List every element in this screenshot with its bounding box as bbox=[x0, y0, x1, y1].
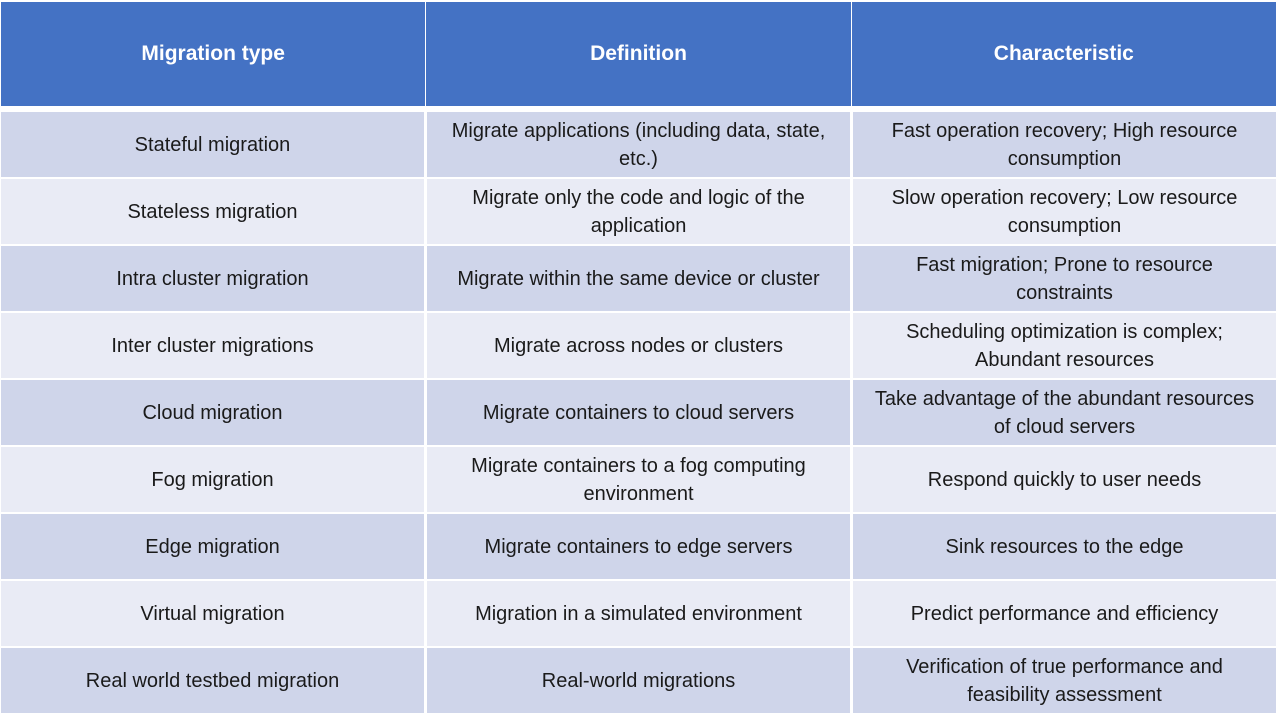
cell-text: Respond quickly to user needs bbox=[927, 468, 1202, 491]
table-cell: Migrate across nodes or clusters bbox=[427, 313, 850, 378]
column-header-characteristic: Characteristic bbox=[851, 2, 1276, 106]
table-cell: Cloud migration bbox=[1, 380, 424, 445]
table-cell: Fast migration; Prone to resource constr… bbox=[853, 246, 1276, 311]
cell-text: Migrate containers to cloud servers bbox=[482, 401, 795, 424]
cell-text: Edge migration bbox=[145, 535, 280, 558]
cell-text: Migrate containers to a fog computing en… bbox=[471, 454, 806, 505]
table-body: Stateful migration Migrate applications (… bbox=[1, 112, 1276, 713]
table-cell: Intra cluster migration bbox=[1, 246, 424, 311]
table-cell: Migrate only the code and logic of the a… bbox=[427, 179, 850, 244]
table-header-row: Migration type Definition Characteristic bbox=[1, 2, 1276, 106]
table-cell: Verification of true performance and fea… bbox=[853, 648, 1276, 713]
table-cell: Migrate within the same device or cluste… bbox=[427, 246, 850, 311]
cell-text: Stateful migration bbox=[134, 133, 291, 156]
column-header-migration-type: Migration type bbox=[1, 2, 426, 106]
table-cell: Inter cluster migrations bbox=[1, 313, 424, 378]
cell-text: Fast operation recovery; High resource c… bbox=[891, 119, 1238, 170]
column-header-label: Characteristic bbox=[993, 42, 1134, 65]
cell-text: Cloud migration bbox=[142, 401, 283, 424]
cell-text: Real-world migrations bbox=[541, 669, 736, 692]
cell-text: Slow operation recovery; Low resource co… bbox=[891, 186, 1238, 237]
cell-text: Fast migration; Prone to resource constr… bbox=[916, 253, 1213, 304]
cell-text: Sink resources to the edge bbox=[945, 535, 1184, 558]
table-cell: Migrate applications (including data, st… bbox=[427, 112, 850, 177]
column-header-label: Migration type bbox=[141, 42, 285, 65]
cell-text: Migration in a simulated environment bbox=[475, 602, 802, 625]
table-cell: Fog migration bbox=[1, 447, 424, 512]
cell-text: Inter cluster migrations bbox=[111, 334, 314, 357]
table-cell: Real-world migrations bbox=[427, 648, 850, 713]
table-cell: Migrate containers to cloud servers bbox=[427, 380, 850, 445]
table-cell: Fast operation recovery; High resource c… bbox=[853, 112, 1276, 177]
table-cell: Stateless migration bbox=[1, 179, 424, 244]
table-cell: Take advantage of the abundant resources… bbox=[853, 380, 1276, 445]
cell-text: Fog migration bbox=[151, 468, 274, 491]
cell-text: Verification of true performance and fea… bbox=[906, 655, 1223, 706]
table-cell: Migrate containers to a fog computing en… bbox=[427, 447, 850, 512]
table-cell: Migrate containers to edge servers bbox=[427, 514, 850, 579]
table-cell: Virtual migration bbox=[1, 581, 424, 646]
cell-text: Virtual migration bbox=[140, 602, 285, 625]
table-cell: Slow operation recovery; Low resource co… bbox=[853, 179, 1276, 244]
table-cell: Respond quickly to user needs bbox=[853, 447, 1276, 512]
cell-text: Predict performance and efficiency bbox=[910, 602, 1219, 625]
column-header-label: Definition bbox=[590, 42, 687, 65]
cell-text: Migrate within the same device or cluste… bbox=[457, 267, 820, 290]
table-cell: Edge migration bbox=[1, 514, 424, 579]
cell-text: Take advantage of the abundant resources… bbox=[874, 387, 1255, 438]
cell-text: Real world testbed migration bbox=[85, 669, 340, 692]
cell-text: Migrate across nodes or clusters bbox=[493, 334, 783, 357]
cell-text: Stateless migration bbox=[127, 200, 298, 223]
column-header-definition: Definition bbox=[426, 2, 851, 106]
table-cell: Predict performance and efficiency bbox=[853, 581, 1276, 646]
table-cell: Migration in a simulated environment bbox=[427, 581, 850, 646]
cell-text: Scheduling optimization is complex; Abun… bbox=[906, 320, 1223, 371]
table-cell: Real world testbed migration bbox=[1, 648, 424, 713]
cell-text: Migrate containers to edge servers bbox=[484, 535, 793, 558]
table-cell: Sink resources to the edge bbox=[853, 514, 1276, 579]
cell-text: Migrate applications (including data, st… bbox=[451, 119, 826, 170]
cell-text: Intra cluster migration bbox=[116, 267, 309, 290]
table-cell: Scheduling optimization is complex; Abun… bbox=[853, 313, 1276, 378]
cell-text: Migrate only the code and logic of the a… bbox=[472, 186, 805, 237]
table-cell: Stateful migration bbox=[1, 112, 424, 177]
